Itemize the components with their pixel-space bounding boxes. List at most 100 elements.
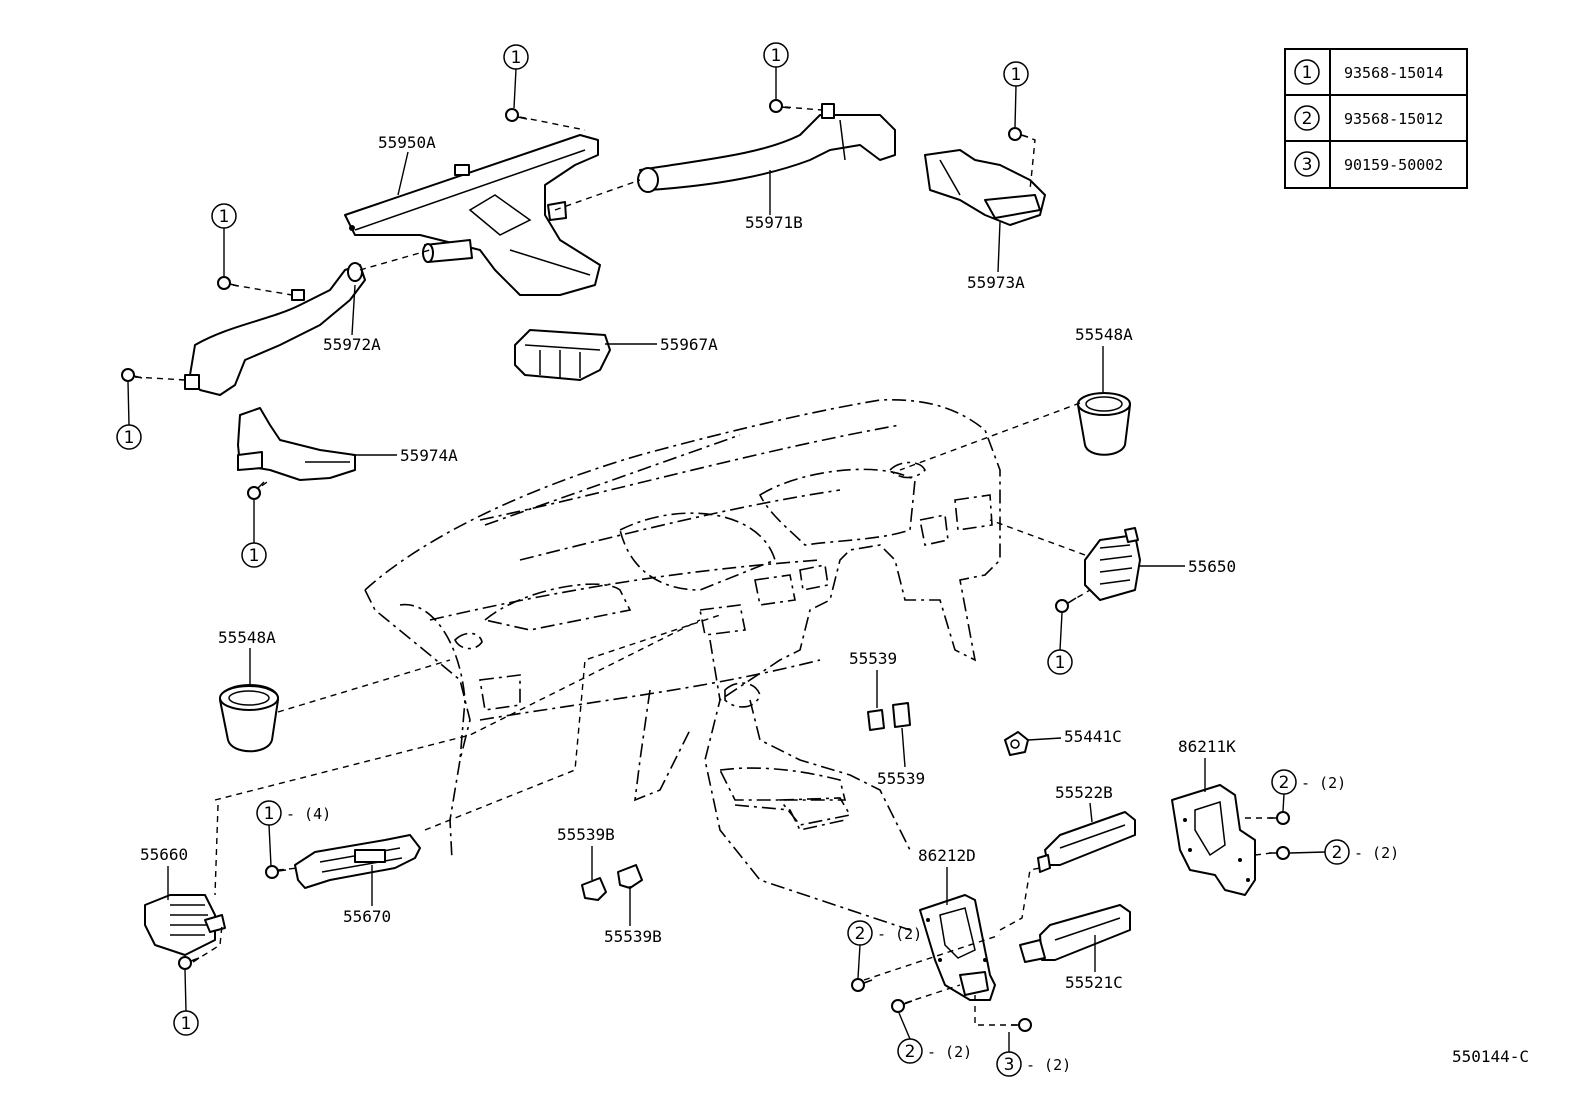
part-55548A-lower-cup xyxy=(219,684,280,753)
callout-1-55973A: 1 xyxy=(1003,61,1029,128)
callout-2-86211K-a: 2 - (2) xyxy=(1271,769,1346,812)
part-55441C-knob xyxy=(1004,731,1029,756)
svg-text:2: 2 xyxy=(905,1042,916,1062)
label-55539B-lower: 55539B xyxy=(604,927,662,946)
part-55971B-side-duct xyxy=(637,103,896,193)
svg-text:1: 1 xyxy=(264,804,275,824)
qty-86212D-c: - (2) xyxy=(1026,1056,1071,1074)
part-55967A-grille xyxy=(514,329,611,381)
fastener-legend-table: 1 93568-15014 2 93568-15012 3 90159-5000… xyxy=(1284,48,1468,189)
label-55539-lower: 55539 xyxy=(877,769,925,788)
label-55967A: 55967A xyxy=(660,335,718,354)
label-86212D: 86212D xyxy=(918,846,976,865)
legend-part-no-3: 90159-50002 xyxy=(1344,156,1443,174)
diagram-id: 550144-C xyxy=(1452,1047,1529,1066)
label-55950A: 55950A xyxy=(378,133,436,152)
bolt-55974A xyxy=(247,481,265,500)
qty-86212D-b: - (2) xyxy=(927,1043,972,1061)
bolt-55973A xyxy=(1008,127,1029,141)
part-55522B-switch xyxy=(1037,811,1136,873)
label-55974A: 55974A xyxy=(400,446,458,465)
svg-text:1: 1 xyxy=(124,428,135,448)
callout-1-55660: 1 xyxy=(173,969,199,1036)
part-55973A-end-duct xyxy=(924,149,1046,226)
callout-1-55972A: 1 xyxy=(211,203,237,276)
callout-1-55972A-lower: 1 xyxy=(116,381,142,450)
part-55539-clips xyxy=(867,702,911,731)
part-55650-side-register xyxy=(1084,527,1141,601)
callout-2-86211K-b: 2 - (2) xyxy=(1289,839,1399,865)
legend-part-no-1: 93568-15014 xyxy=(1344,64,1443,82)
svg-text:2: 2 xyxy=(1332,843,1343,863)
bolt-55971B xyxy=(769,99,791,113)
svg-text:1: 1 xyxy=(771,46,782,66)
legend-row-1: 1 93568-15014 xyxy=(1294,59,1443,85)
part-55539B-clips xyxy=(581,864,643,901)
svg-text:1: 1 xyxy=(181,1014,192,1034)
legend-key-3: 3 xyxy=(1302,155,1313,175)
callout-1-55650: 1 xyxy=(1047,612,1073,675)
label-55670: 55670 xyxy=(343,907,391,926)
callout-2-86212D-b: 2 - (2) xyxy=(897,1012,972,1064)
label-55441C: 55441C xyxy=(1064,727,1122,746)
part-55521C-switch xyxy=(1019,904,1131,963)
bolt-86212D-b xyxy=(891,999,913,1013)
legend-row-2: 2 93568-15012 xyxy=(1294,105,1443,131)
bolt-55950A xyxy=(505,108,528,122)
bolts xyxy=(121,99,1290,1032)
label-55972A: 55972A xyxy=(323,335,381,354)
label-55548A-upper: 55548A xyxy=(1075,325,1133,344)
legend-part-no-2: 93568-15012 xyxy=(1344,110,1443,128)
svg-text:1: 1 xyxy=(1011,65,1022,85)
svg-text:1: 1 xyxy=(249,546,260,566)
part-55660-left-register xyxy=(144,894,226,956)
callout-1-55950A: 1 xyxy=(503,44,529,109)
bolt-55670 xyxy=(265,865,287,879)
svg-text:1: 1 xyxy=(1055,653,1066,673)
part-55548A-upper-cup xyxy=(1077,392,1131,456)
bolt-55650 xyxy=(1055,597,1077,613)
label-55973A: 55973A xyxy=(967,273,1025,292)
part-55972A-left-duct xyxy=(184,262,366,396)
label-55522B: 55522B xyxy=(1055,783,1113,802)
callout-1-55971B: 1 xyxy=(763,42,789,99)
label-86211K: 86211K xyxy=(1178,737,1236,756)
legend-row-3: 3 90159-50002 xyxy=(1294,151,1443,177)
legend-key-2: 2 xyxy=(1302,109,1313,129)
label-55539-upper: 55539 xyxy=(849,649,897,668)
bolt-86212D-c xyxy=(1011,1018,1032,1032)
callout-1-55974A: 1 xyxy=(241,500,267,568)
callout-3-86212D: 3 - (2) xyxy=(996,1032,1071,1077)
part-86211K-bracket xyxy=(1171,784,1256,896)
label-55539B-upper: 55539B xyxy=(557,825,615,844)
legend-key-1: 1 xyxy=(1302,63,1313,83)
part-55950A-center-duct xyxy=(344,134,601,296)
bolt-55972A-lower xyxy=(121,368,143,382)
svg-text:2: 2 xyxy=(1279,773,1290,793)
part-55974A-side-duct xyxy=(237,407,356,481)
qty-55670: - (4) xyxy=(286,805,331,823)
part-55670-center-register xyxy=(294,834,421,889)
svg-text:1: 1 xyxy=(511,48,522,68)
qty-86211K-b: - (2) xyxy=(1354,844,1399,862)
part-86212D-bracket xyxy=(919,894,996,1001)
callout-2-86212D-a: 2 - (2) xyxy=(847,920,922,979)
callouts: 1 1 1 1 1 1 1 xyxy=(116,42,1399,1077)
svg-text:2: 2 xyxy=(855,924,866,944)
bolt-55660 xyxy=(178,956,200,970)
qty-86211K-a: - (2) xyxy=(1301,774,1346,792)
label-55548A-lower: 55548A xyxy=(218,628,276,647)
svg-text:1: 1 xyxy=(219,207,230,227)
bolt-86211K-b xyxy=(1269,846,1290,860)
label-55971B: 55971B xyxy=(745,213,803,232)
svg-text:3: 3 xyxy=(1004,1055,1015,1075)
label-55650: 55650 xyxy=(1188,557,1236,576)
callout-1-55670: 1 - (4) xyxy=(256,800,331,867)
instrument-panel-outline xyxy=(364,398,1001,931)
label-55521C: 55521C xyxy=(1065,973,1123,992)
bolt-86211K-a xyxy=(1269,811,1290,825)
qty-86212D-a: - (2) xyxy=(877,925,922,943)
bolt-86212D-a xyxy=(851,978,873,992)
bolt-55972A xyxy=(217,276,239,290)
